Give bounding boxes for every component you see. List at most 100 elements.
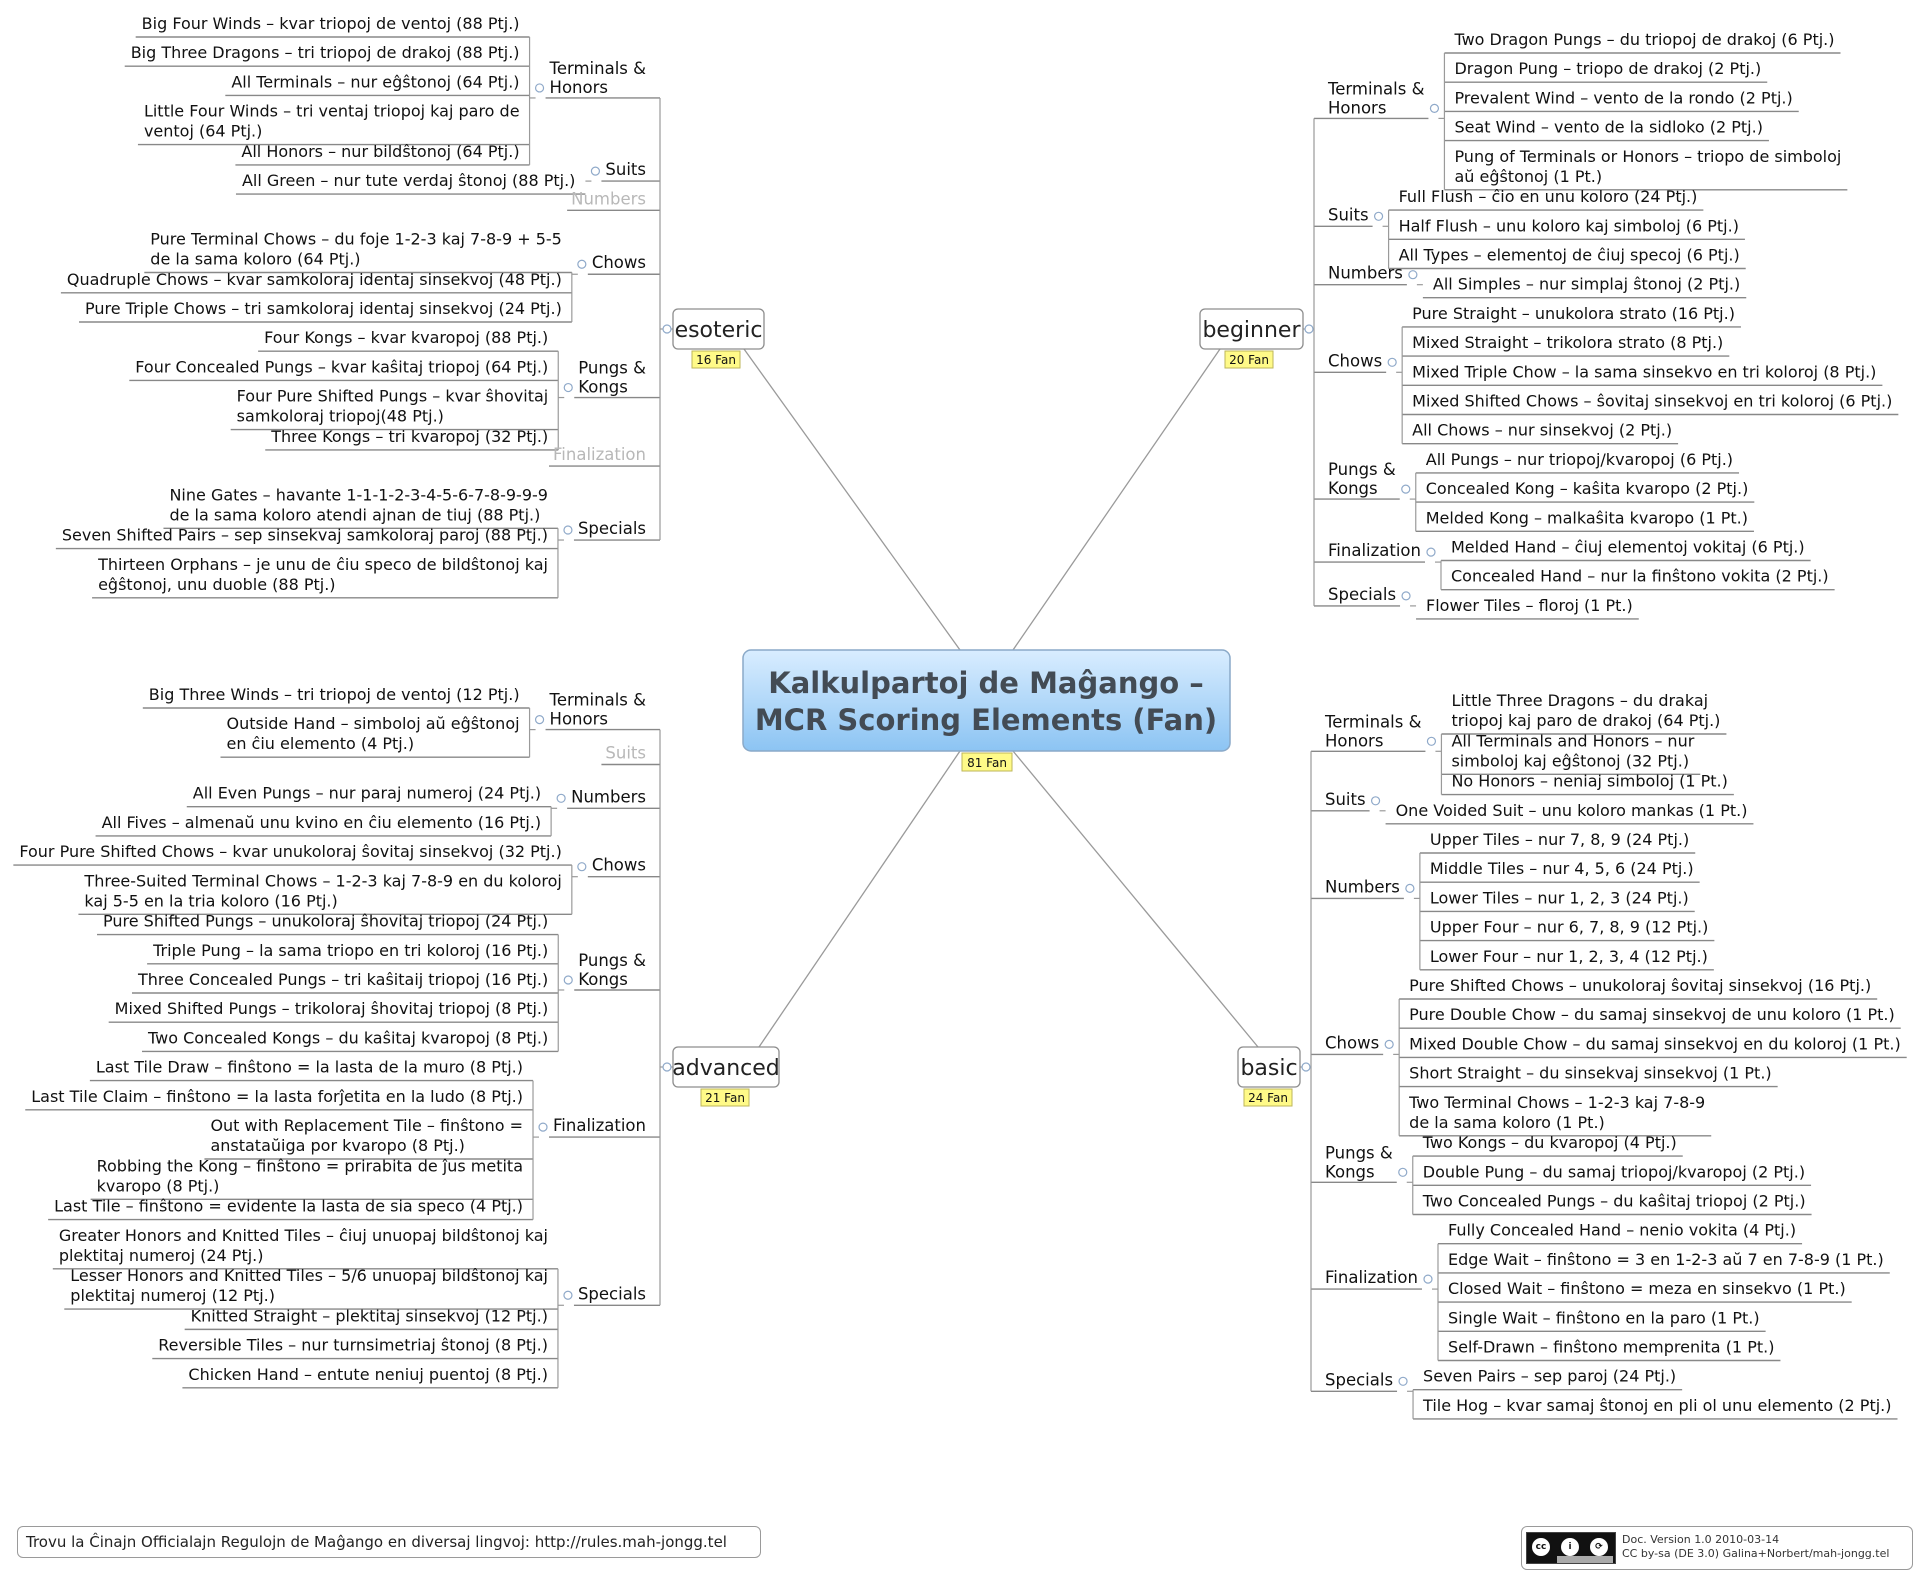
leaf-item[interactable]: Big Three Dragons – tri triopoj de drako…	[131, 43, 520, 62]
leaf-item[interactable]: Middle Tiles – nur 4, 5, 6 (24 Ptj.)	[1430, 859, 1694, 878]
leaf-item[interactable]: All Pungs – nur triopoj/kvaropoj (6 Ptj.…	[1426, 450, 1733, 469]
collapse-toggle-icon[interactable]	[1384, 1039, 1394, 1049]
leaf-item[interactable]: Last Tile – finŝtono = evidente la lasta…	[54, 1197, 523, 1216]
leaf-item[interactable]: eĝŝtonoj, unu duoble (88 Ptj.)	[98, 575, 335, 594]
leaf-item[interactable]: Mixed Double Chow – du samaj sinsekvoj e…	[1409, 1034, 1901, 1053]
collapse-toggle-icon[interactable]	[534, 83, 545, 93]
leaf-item[interactable]: Lesser Honors and Knitted Tiles – 5/6 un…	[70, 1266, 548, 1285]
collapse-toggle-icon[interactable]	[1370, 796, 1381, 806]
leaf-item[interactable]: Robbing the Kong – finŝtono = prirabita …	[97, 1156, 523, 1175]
leaf-item[interactable]: Full Flush – ĉio en unu koloro (24 Ptj.)	[1399, 187, 1698, 206]
collapse-toggle-icon[interactable]	[1408, 270, 1418, 280]
leaf-item[interactable]: Pure Terminal Chows – du foje 1-2-3 kaj …	[150, 229, 562, 248]
leaf-item[interactable]: Mixed Triple Chow – la sama sinsekvo en …	[1412, 362, 1876, 381]
collapse-toggle-icon[interactable]	[563, 1290, 573, 1300]
leaf-item[interactable]: triopoj kaj paro de drakoj (64 Ptj.)	[1451, 711, 1720, 730]
leaf-item[interactable]: All Terminals and Honors – nur	[1451, 731, 1694, 750]
leaf-item[interactable]: Out with Replacement Tile – finŝtono =	[210, 1116, 523, 1135]
leaf-item[interactable]: Four Pure Shifted Chows – kvar unukolora…	[19, 842, 561, 861]
leaf-item[interactable]: All Terminals – nur eĝŝtonoj (64 Ptj.)	[231, 72, 519, 91]
leaf-item[interactable]: Half Flush – unu koloro kaj simboloj (6 …	[1399, 216, 1739, 235]
leaf-item[interactable]: All Even Pungs – nur paraj numeroj (24 P…	[193, 784, 541, 803]
collapse-toggle-icon[interactable]	[577, 862, 587, 872]
collapse-toggle-icon[interactable]	[538, 1122, 548, 1132]
leaf-item[interactable]: Melded Kong – malkaŝita kvaropo (1 Pt.)	[1426, 508, 1748, 527]
leaf-item[interactable]: Chicken Hand – entute neniuj puentoj (8 …	[188, 1365, 548, 1384]
leaf-item[interactable]: Big Four Winds – kvar triopoj de ventoj …	[142, 14, 520, 33]
leaf-item[interactable]: One Voided Suit – unu koloro mankas (1 P…	[1396, 801, 1748, 820]
leaf-item[interactable]: Mixed Straight – trikolora strato (8 Ptj…	[1412, 333, 1723, 352]
leaf-item[interactable]: de la sama koloro (64 Ptj.)	[150, 249, 360, 268]
collapse-toggle-icon[interactable]	[1398, 1167, 1408, 1177]
collapse-toggle-icon[interactable]	[662, 1062, 672, 1072]
collapse-toggle-icon[interactable]	[1429, 103, 1440, 114]
leaf-item[interactable]: Pure Shifted Chows – unukoloraj ŝovitaj …	[1409, 976, 1871, 995]
collapse-toggle-icon[interactable]	[1398, 1376, 1408, 1386]
collapse-toggle-icon[interactable]	[1304, 324, 1314, 334]
collapse-toggle-icon[interactable]	[1387, 357, 1397, 367]
collapse-toggle-icon[interactable]	[534, 714, 545, 725]
leaf-item[interactable]: Last Tile Claim – finŝtono = la lasta fo…	[31, 1087, 523, 1106]
collapse-toggle-icon[interactable]	[577, 259, 587, 269]
leaf-item[interactable]: Single Wait – finŝtono en la paro (1 Pt.…	[1448, 1308, 1760, 1327]
collapse-toggle-icon[interactable]	[1373, 211, 1384, 221]
leaf-item[interactable]: All Types – elementoj de ĉiuj specoj (6 …	[1399, 245, 1740, 264]
leaf-item[interactable]: Pure Straight – unukolora strato (16 Ptj…	[1412, 304, 1735, 323]
leaf-item[interactable]: Flower Tiles – floroj (1 Pt.)	[1426, 596, 1633, 615]
leaf-item[interactable]: Outside Hand – simboloj aŭ eĝŝtonoj	[226, 714, 519, 733]
leaf-item[interactable]: All Chows – nur sinsekvoj (2 Ptj.)	[1412, 421, 1672, 440]
collapse-toggle-icon[interactable]	[590, 166, 601, 176]
leaf-item[interactable]: Closed Wait – finŝtono = meza en sinsekv…	[1448, 1279, 1846, 1298]
collapse-toggle-icon[interactable]	[662, 324, 672, 334]
leaf-item[interactable]: Two Kongs – du kvaropoj (4 Ptj.)	[1422, 1133, 1677, 1152]
leaf-item[interactable]: Little Three Dragons – du drakaj	[1451, 691, 1708, 710]
leaf-item[interactable]: Two Concealed Pungs – du kaŝitaj triopoj…	[1422, 1191, 1806, 1210]
leaf-item[interactable]: plektitaj numeroj (24 Ptj.)	[59, 1246, 264, 1265]
leaf-item[interactable]: All Green – nur tute verdaj ŝtonoj (88 P…	[242, 171, 575, 190]
leaf-item[interactable]: All Honors – nur bildŝtonoj (64 Ptj.)	[241, 142, 519, 161]
leaf-item[interactable]: Pure Double Chow – du samaj sinsekvoj de…	[1409, 1005, 1895, 1024]
leaf-item[interactable]: Prevalent Wind – vento de la rondo (2 Pt…	[1454, 88, 1792, 107]
leaf-item[interactable]: Upper Four – nur 6, 7, 8, 9 (12 Ptj.)	[1430, 918, 1709, 937]
leaf-item[interactable]: Pure Triple Chows – tri samkoloraj ident…	[85, 299, 562, 318]
leaf-item[interactable]: ventoj (64 Ptj.)	[144, 122, 262, 141]
leaf-item[interactable]: Double Pung – du samaj triopoj/kvaropoj …	[1423, 1162, 1805, 1181]
leaf-item[interactable]: Melded Hand – ĉiuj elementoj vokitaj (6 …	[1451, 537, 1805, 556]
leaf-item[interactable]: Dragon Pung – triopo de drakoj (2 Ptj.)	[1454, 59, 1761, 78]
leaf-item[interactable]: Thirteen Orphans – je unu de ĉiu speco d…	[97, 555, 548, 574]
collapse-toggle-icon[interactable]	[1405, 883, 1415, 893]
leaf-item[interactable]: simboloj kaj eĝŝtonoj (32 Ptj.)	[1451, 751, 1689, 770]
leaf-item[interactable]: de la sama koloro (1 Pt.)	[1409, 1113, 1605, 1132]
leaf-item[interactable]: Two Terminal Chows – 1-2-3 kaj 7-8-9	[1408, 1093, 1705, 1112]
leaf-item[interactable]: Three Concealed Pungs – tri kaŝitaij tri…	[137, 970, 548, 989]
leaf-item[interactable]: All Simples – nur simplaj ŝtonoj (2 Ptj.…	[1433, 275, 1740, 294]
leaf-item[interactable]: Edge Wait – finŝtono = 3 en 1-2-3 aŭ 7 e…	[1448, 1250, 1884, 1269]
category-esoteric-finalization[interactable]: Finalization	[549, 445, 660, 467]
leaf-item[interactable]: Pure Shifted Pungs – unukoloraj ŝhovitaj…	[103, 912, 548, 931]
leaf-item[interactable]: All Fives – almenaŭ unu kvino en ĉiu ele…	[102, 813, 542, 832]
leaf-item[interactable]: Seven Pairs – sep paroj (24 Ptj.)	[1423, 1367, 1676, 1386]
collapse-toggle-icon[interactable]	[563, 525, 573, 535]
leaf-item[interactable]: Lower Tiles – nur 1, 2, 3 (24 Ptj.)	[1430, 888, 1689, 907]
collapse-toggle-icon[interactable]	[563, 382, 573, 393]
leaf-item[interactable]: Tile Hog – kvar samaj ŝtonoj en pli ol u…	[1422, 1396, 1891, 1415]
